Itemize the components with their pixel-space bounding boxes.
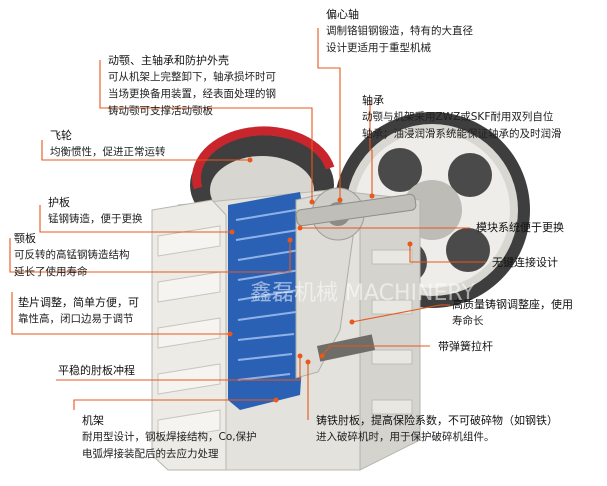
callout-module-system: 模块系统便于更换 <box>476 219 564 236</box>
callout-jaw-plate-title: 颚板 <box>14 232 36 245</box>
callout-flywheel: 飞轮 均衡惯性，促进正常运转 <box>50 127 166 161</box>
watermark: 鑫磊机械 MACHINERY <box>250 281 475 306</box>
callout-toggle-plate-line: 进入破碎机时，用于保护破碎机组件。 <box>316 431 495 443</box>
callout-eccentric-shaft: 偏心轴 调制铬钼钢锻造，特有的大直径 设计更适用于重型机械 <box>326 6 473 57</box>
leader-lines <box>9 28 486 420</box>
callout-eccentric-shaft-title: 偏心轴 <box>326 8 359 21</box>
callout-keyless: 无键连接设计 <box>492 254 558 271</box>
callout-spring-rod: 带弹簧拉杆 <box>438 338 493 355</box>
callout-guard-plate: 护板 锰钢铸造，便于更换 <box>48 194 143 228</box>
callout-jaw-plate-line: 延长了使用寿命 <box>14 266 88 278</box>
callout-jaw-bearing: 动颚、主轴承和防护外壳 可从机架上完整卸下，轴承损坏时可 当场更换备用装置，经表… <box>108 52 276 120</box>
callout-flywheel-title: 飞轮 <box>50 129 72 142</box>
moving-jaw <box>295 187 376 379</box>
callout-jaw-bearing-line: 可从机架上完整卸下，轴承损坏时可 <box>108 71 276 83</box>
callout-spring-rod-title: 带弹簧拉杆 <box>438 340 493 353</box>
callout-eccentric-shaft-line: 设计更适用于重型机械 <box>326 42 431 54</box>
callout-shim-title: 垫片调整，简单方便，可 <box>18 296 139 309</box>
callout-jaw-plate-line: 可反转的高锰钢铸造结构 <box>14 249 130 261</box>
callout-jaw-bearing-line: 铸动颚可支撑活动颚板 <box>108 105 213 117</box>
callout-keyless-title: 无键连接设计 <box>492 256 558 269</box>
callout-frame-line: 电弧焊接装配后的去应力处理 <box>82 448 219 460</box>
callout-shim: 垫片调整，简单方便，可 靠性高，闭口边易于调节 <box>18 294 139 328</box>
callout-jaw-plate: 颚板 可反转的高锰钢铸造结构 延长了使用寿命 <box>14 230 130 281</box>
callout-toggle-plate-title: 铸铁肘板，提高保险系数，不可破碎物（如钢铁） <box>316 414 558 427</box>
callout-adjust-seat-title: 高质量铸钢调整座，使用 <box>452 298 573 311</box>
callout-flywheel-line: 均衡惯性，促进正常运转 <box>50 146 166 158</box>
eccentric-shaft <box>295 193 417 227</box>
callout-frame-title: 机架 <box>82 414 104 427</box>
callout-adjust-seat: 高质量铸钢调整座，使用 寿命长 <box>452 296 573 330</box>
callout-toggle-stroke-title: 平稳的肘板冲程 <box>58 364 135 377</box>
callout-jaw-bearing-title: 动颚、主轴承和防护外壳 <box>108 54 229 67</box>
callout-bearing-title: 轴承 <box>362 94 384 107</box>
callout-eccentric-shaft-line: 调制铬钼钢锻造，特有的大直径 <box>326 25 473 37</box>
callout-bearing-line: 动颚与机架采用ZWZ或SKF耐用双列自位 <box>362 111 554 123</box>
callout-bearing-line: 轴承；油浸润滑系统能保证轴承的及时润滑 <box>362 128 562 140</box>
callout-frame-line: 耐用型设计，钢板焊接结构，Co,保护 <box>82 431 257 443</box>
callout-adjust-seat-line: 寿命长 <box>452 315 484 327</box>
callout-guard-plate-title: 护板 <box>48 196 70 209</box>
callout-toggle-stroke: 平稳的肘板冲程 <box>58 362 135 379</box>
callout-guard-plate-line: 锰钢铸造，便于更换 <box>48 213 143 225</box>
callout-module-system-title: 模块系统便于更换 <box>476 221 564 234</box>
callout-shim-line: 靠性高，闭口边易于调节 <box>18 313 134 325</box>
callout-toggle-plate: 铸铁肘板，提高保险系数，不可破碎物（如钢铁） 进入破碎机时，用于保护破碎机组件。 <box>316 412 558 446</box>
callout-bearing: 轴承 动颚与机架采用ZWZ或SKF耐用双列自位 轴承；油浸润滑系统能保证轴承的及… <box>362 92 562 143</box>
callout-jaw-bearing-line: 当场更换备用装置，经表面处理的钢 <box>108 88 276 100</box>
callout-frame: 机架 耐用型设计，钢板焊接结构，Co,保护 电弧焊接装配后的去应力处理 <box>82 412 257 463</box>
